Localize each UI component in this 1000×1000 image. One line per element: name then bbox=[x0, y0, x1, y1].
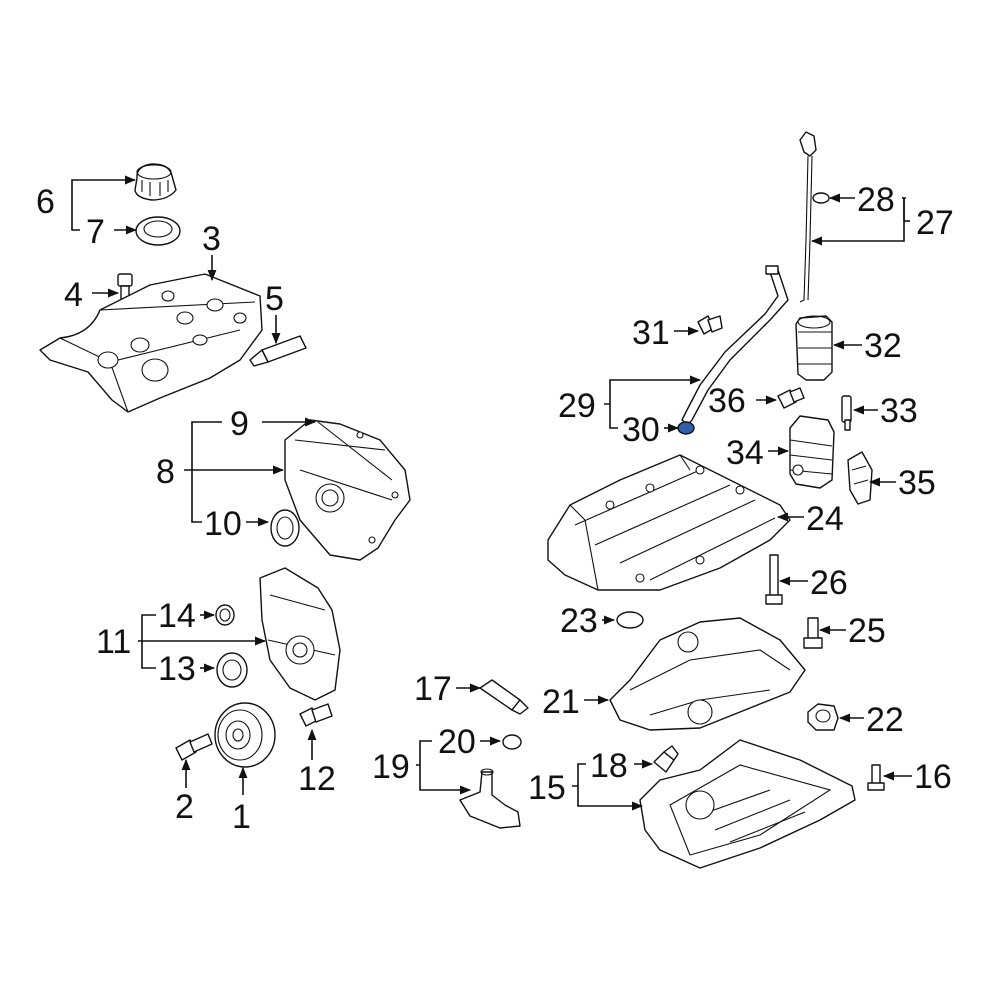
callout-3[interactable]: 3 bbox=[202, 220, 221, 258]
callout-22[interactable]: 22 bbox=[866, 701, 904, 739]
callout-4[interactable]: 4 bbox=[64, 276, 83, 314]
oil-pan[interactable] bbox=[639, 739, 856, 869]
cover-seal[interactable] bbox=[216, 652, 248, 688]
oil-pressure-sensor[interactable] bbox=[841, 395, 852, 431]
dipstick-o-ring[interactable] bbox=[812, 192, 830, 204]
callout-6[interactable]: 6 bbox=[36, 183, 55, 221]
callout-1[interactable]: 1 bbox=[232, 798, 251, 836]
callout-9[interactable]: 9 bbox=[230, 405, 249, 443]
valve-cover[interactable] bbox=[39, 273, 263, 413]
callout-34[interactable]: 34 bbox=[726, 434, 764, 472]
callout-8[interactable]: 8 bbox=[156, 453, 175, 491]
callout-5[interactable]: 5 bbox=[265, 280, 284, 318]
callout-29[interactable]: 29 bbox=[558, 387, 596, 425]
callout-27[interactable]: 27 bbox=[916, 204, 954, 242]
callout-20[interactable]: 20 bbox=[438, 723, 476, 761]
baffle-bushing[interactable] bbox=[807, 703, 839, 731]
callout-17[interactable]: 17 bbox=[414, 670, 452, 708]
ladder-frame-bolt[interactable] bbox=[765, 554, 783, 605]
callout-16[interactable]: 16 bbox=[914, 758, 952, 796]
callout-23[interactable]: 23 bbox=[560, 602, 598, 640]
baffle-o-ring[interactable] bbox=[616, 611, 644, 629]
callout-numbers: 6 7 3 4 5 9 8 10 14 11 13 2 1 12 17 20 1… bbox=[36, 181, 954, 836]
callout-21[interactable]: 21 bbox=[542, 683, 580, 721]
timing-cover[interactable] bbox=[284, 419, 411, 561]
oil-baffle[interactable] bbox=[609, 617, 806, 731]
callout-15[interactable]: 15 bbox=[528, 769, 566, 807]
timing-cover-seal[interactable] bbox=[270, 509, 300, 547]
callout-14[interactable]: 14 bbox=[158, 597, 196, 635]
oil-filter[interactable] bbox=[795, 315, 833, 381]
filter-housing-bolt[interactable] bbox=[697, 315, 723, 335]
oil-cooler[interactable] bbox=[789, 415, 835, 489]
callout-24[interactable]: 24 bbox=[806, 500, 844, 538]
pump-o-ring[interactable] bbox=[502, 734, 522, 750]
timing-cover-bolt[interactable] bbox=[299, 703, 333, 727]
callout-12[interactable]: 12 bbox=[298, 760, 336, 798]
cooler-bolt[interactable] bbox=[777, 387, 805, 409]
cover-plug[interactable] bbox=[215, 604, 235, 626]
baffle-bolt[interactable] bbox=[803, 617, 823, 649]
drain-plug[interactable] bbox=[653, 745, 679, 773]
upper-oil-pan[interactable] bbox=[547, 454, 791, 591]
callout-11[interactable]: 11 bbox=[96, 623, 131, 661]
callout-7[interactable]: 7 bbox=[86, 213, 105, 251]
leader-lines bbox=[71, 175, 912, 811]
sealant-tube-lower[interactable] bbox=[479, 679, 529, 715]
callout-35[interactable]: 35 bbox=[898, 464, 936, 502]
callout-31[interactable]: 31 bbox=[632, 314, 670, 352]
oil-filler-cap[interactable] bbox=[134, 163, 177, 201]
oil-cooler-gasket[interactable] bbox=[847, 451, 873, 505]
sealant-tube[interactable] bbox=[249, 335, 307, 367]
dipstick-tube-o-ring[interactable] bbox=[677, 421, 695, 435]
callout-32[interactable]: 32 bbox=[864, 327, 902, 365]
oil-pan-bolt[interactable] bbox=[867, 764, 885, 791]
callout-25[interactable]: 25 bbox=[848, 612, 886, 650]
cap-seal[interactable] bbox=[135, 216, 181, 246]
callout-28[interactable]: 28 bbox=[857, 181, 895, 219]
callout-36[interactable]: 36 bbox=[708, 382, 746, 420]
oil-pickup[interactable] bbox=[459, 768, 521, 829]
lower-timing-cover[interactable] bbox=[259, 567, 341, 701]
callout-18[interactable]: 18 bbox=[590, 747, 628, 785]
callout-2[interactable]: 2 bbox=[175, 788, 194, 826]
callout-19[interactable]: 19 bbox=[372, 748, 410, 786]
callout-10[interactable]: 10 bbox=[204, 505, 242, 543]
callout-30[interactable]: 30 bbox=[622, 411, 660, 449]
callout-26[interactable]: 26 bbox=[810, 564, 848, 602]
crankshaft-pulley[interactable] bbox=[214, 702, 276, 768]
oil-dipstick[interactable] bbox=[799, 131, 817, 303]
callout-33[interactable]: 33 bbox=[880, 392, 918, 430]
pulley-bolt[interactable] bbox=[175, 733, 213, 761]
callout-13[interactable]: 13 bbox=[158, 650, 196, 688]
